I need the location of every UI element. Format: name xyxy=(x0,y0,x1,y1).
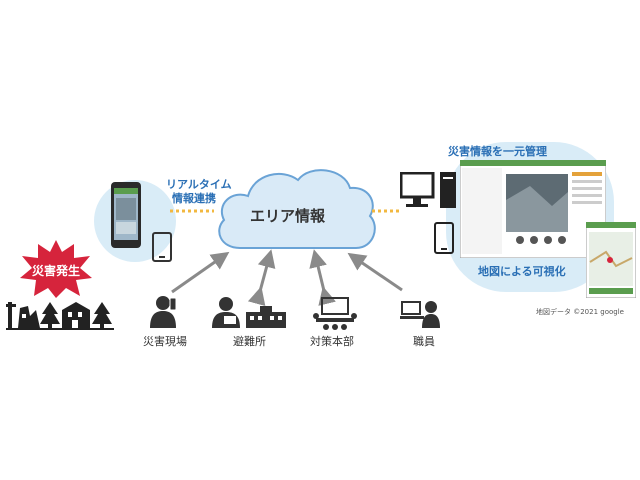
desktop-computer-icon xyxy=(400,172,460,214)
map-caption: 地図による可視化 xyxy=(478,263,566,279)
ruined-town-icon xyxy=(6,296,116,332)
arrow-staff xyxy=(355,258,402,290)
arrow-shelter xyxy=(259,258,269,295)
tablet-icon-right xyxy=(434,222,454,254)
node-label-site: 災害現場 xyxy=(143,333,187,349)
person-building-icon xyxy=(210,296,290,330)
management-screenshot xyxy=(460,160,606,258)
node-label-staff: 職員 xyxy=(413,333,435,349)
person-phone-icon xyxy=(148,294,182,328)
meeting-table-icon xyxy=(310,296,360,332)
arrow-hq xyxy=(316,258,325,295)
node-label-hq: 対策本部 xyxy=(310,333,354,349)
node-label-shelter: 避難所 xyxy=(233,333,266,349)
map-credit: 地図データ ©2021 google xyxy=(536,307,624,317)
arrow-site xyxy=(172,257,222,292)
person-computer-icon xyxy=(400,298,440,330)
disaster-label: 災害発生 xyxy=(32,262,80,279)
map-card xyxy=(586,222,636,298)
management-title: 災害情報を一元管理 xyxy=(448,143,547,159)
